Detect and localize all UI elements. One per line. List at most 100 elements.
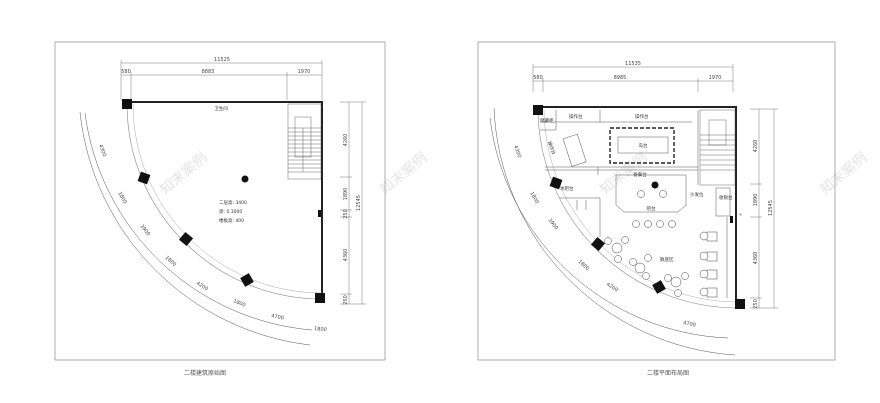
- room-label: 操作台: [546, 140, 557, 156]
- room-label: 岛台: [639, 142, 648, 149]
- room-label: 储藏柜: [540, 117, 554, 124]
- columns: [533, 105, 745, 309]
- drawing-caption: 二楼建筑原始图: [184, 369, 226, 377]
- drawing-frame: [54, 41, 386, 361]
- dim-label: 4260: [343, 134, 349, 147]
- dim-total-width: 11525: [214, 57, 230, 63]
- plan-note: 梁: 0.3000: [219, 208, 242, 215]
- curved-facade-inner: [132, 103, 323, 294]
- bar-stool: [644, 220, 652, 228]
- dim-label: 4360: [753, 252, 759, 265]
- column: [122, 99, 132, 109]
- arc-dimension-line: [79, 111, 311, 346]
- round-column: [241, 175, 249, 183]
- bar-stool: [632, 220, 640, 228]
- table: [634, 262, 646, 274]
- worktable: [562, 133, 587, 167]
- column: [735, 299, 745, 309]
- room-label: 收银台: [719, 194, 733, 201]
- dim-label: 1800: [577, 259, 590, 272]
- sofa-seat: [706, 231, 718, 242]
- exterior-wall: [535, 106, 737, 302]
- dim-label: 4700: [683, 320, 697, 329]
- arc-dimension-line: [84, 112, 313, 331]
- staircase: [699, 109, 736, 186]
- dim-label: 4260: [753, 140, 759, 153]
- sofa-seat: [706, 269, 718, 280]
- table: [670, 276, 682, 288]
- right-dimensions: [750, 108, 778, 309]
- dim-label: 1800: [528, 191, 540, 205]
- dim-label: 4300: [512, 145, 522, 159]
- dim-total-width: 11535: [625, 61, 641, 67]
- island-table: [617, 136, 669, 154]
- column: [533, 105, 543, 115]
- dim-label: 1970: [709, 75, 722, 81]
- room-label: 操作台: [635, 113, 649, 120]
- column: [315, 293, 325, 303]
- dim-label: 8985: [614, 75, 627, 81]
- bar-stool: [637, 190, 645, 198]
- dim-label: 1970: [298, 69, 311, 75]
- column: [137, 171, 151, 185]
- dim-label: 580: [121, 69, 131, 75]
- dim-total-height: 12545: [768, 200, 774, 216]
- column: [240, 273, 254, 287]
- dim-label: 4360: [343, 249, 349, 262]
- dim-label: 1800: [164, 255, 177, 268]
- arc-dimension-line: [489, 117, 729, 339]
- bar-counter: [615, 174, 687, 213]
- dim-label: 1800: [116, 191, 128, 205]
- cashier-counter: [715, 187, 731, 217]
- dim-label: 4700: [271, 313, 285, 322]
- dim-label: 4200: [605, 282, 619, 294]
- drawing-frame: [477, 41, 836, 361]
- dim-label: 3900: [546, 218, 559, 232]
- exterior-wall: [127, 101, 323, 298]
- columns: [122, 99, 325, 303]
- top-dimensions: [532, 64, 734, 92]
- sofa-seat: [706, 251, 718, 262]
- interior-layout: [540, 110, 742, 298]
- table: [611, 242, 623, 254]
- dim-label: 1890: [343, 188, 349, 201]
- column: [652, 280, 666, 294]
- dim-label: 250: [753, 299, 759, 309]
- column: [549, 176, 563, 190]
- island-zone: [609, 127, 675, 164]
- dim-label: 1890: [753, 194, 759, 207]
- dim-label: 1800: [232, 298, 246, 308]
- top-dimensions: [120, 60, 323, 100]
- seating: [604, 190, 718, 298]
- arc-dimension-line: [493, 107, 736, 356]
- column: [178, 231, 194, 247]
- dim-label: 1800: [314, 326, 327, 333]
- left-original-plan: 11525 580 8883 1970 4260 1890 250 4360 2…: [54, 41, 386, 377]
- wall-element: [318, 210, 321, 217]
- room-label: 沙发位: [690, 191, 704, 198]
- round-column: [651, 181, 659, 189]
- room-label: 水吧台: [560, 185, 574, 192]
- room-label: 操作台: [569, 113, 583, 120]
- column: [590, 236, 606, 252]
- wall-element: [730, 216, 733, 223]
- bar-stool: [668, 220, 676, 228]
- watermark: 知末案例: [817, 149, 871, 198]
- bar-stool: [659, 190, 667, 198]
- dim-label: 580: [533, 75, 543, 81]
- drawing-caption: 二楼平面布局图: [647, 369, 689, 377]
- right-layout-plan: 11535 580 8985 1970 4260 1890 4360 250 1…: [477, 41, 836, 377]
- staircase: [287, 103, 322, 180]
- plan-note: 二层高: 3400: [219, 199, 247, 206]
- room-note: 卫生间: [214, 105, 228, 112]
- right-dimensions: [340, 101, 366, 305]
- room-label: 备餐台: [633, 171, 647, 178]
- dim-label: 4300: [97, 144, 107, 158]
- plan-note: 楼板高: 400: [219, 217, 244, 224]
- curved-facade: [537, 109, 739, 309]
- dim-label: 8883: [202, 69, 215, 75]
- room-label: 散座区: [660, 256, 674, 263]
- room-label: 吧台: [647, 205, 656, 212]
- dim-total-height: 12545: [356, 195, 362, 211]
